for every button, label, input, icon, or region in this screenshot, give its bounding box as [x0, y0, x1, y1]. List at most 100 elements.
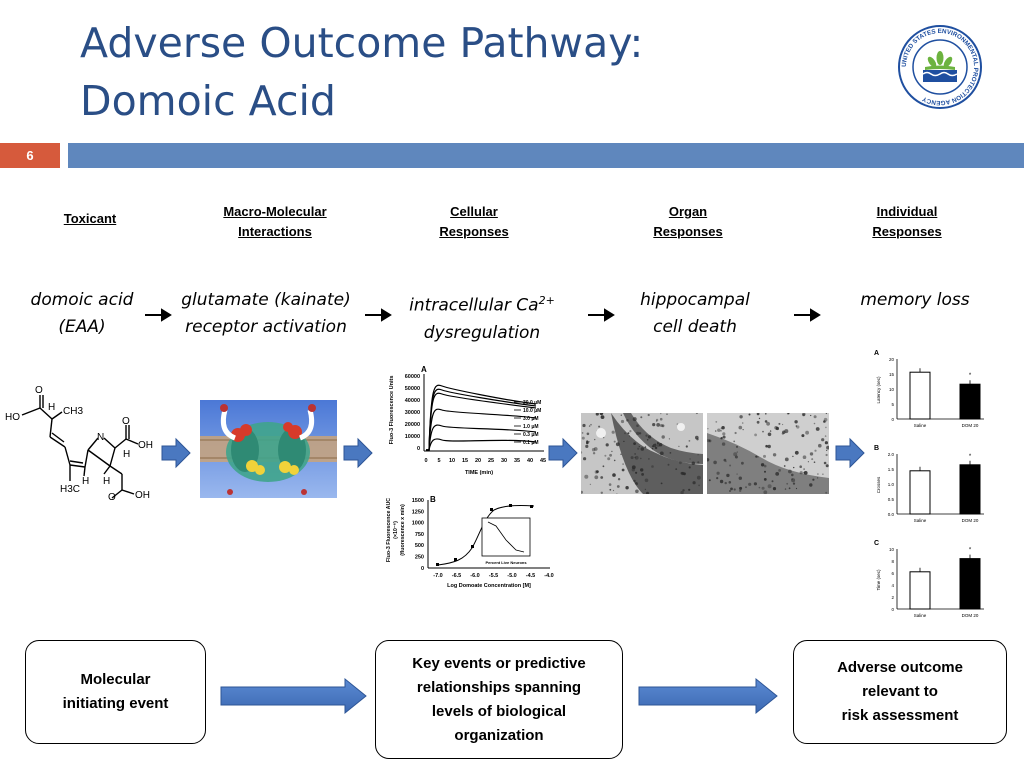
title-line-1: Adverse Outcome Pathway:	[80, 19, 644, 67]
graph-b-ylabel-2: (×10⁻⁶)	[393, 521, 399, 539]
arrow-head-1	[161, 308, 172, 322]
arrow-head-4	[810, 308, 821, 322]
atom-h3: H	[103, 476, 110, 487]
behavior-ytick: 8	[891, 559, 894, 564]
behavior-ytick: 0	[891, 607, 894, 612]
stage-toxicant: domoic acid(EAA)	[30, 290, 134, 337]
graph-a-ytick: 10000	[405, 434, 420, 440]
graph-a-legend-entry: 3.0 μM	[523, 416, 539, 422]
behavior-bar-label: DOM 20	[962, 423, 979, 428]
graph-b-xtick: -4.0	[544, 573, 553, 579]
graph-b-xlabel: Log Domoate Concentration [M]	[447, 583, 531, 589]
behavior-ytick: 0.0	[888, 512, 895, 517]
behavior-ytick: 2.0	[888, 452, 895, 457]
heading-toxicant: Toxicant	[63, 211, 117, 226]
graph-b-xtick: -6.0	[470, 573, 479, 579]
behavior-ytick: 15	[889, 372, 895, 377]
behavior-ytick: 10	[889, 387, 895, 392]
atom-ch3: CH3	[63, 406, 83, 417]
block-arrow-2	[343, 437, 373, 469]
image-row-arrows	[161, 437, 865, 469]
stage-memory-loss: memory loss	[860, 290, 970, 310]
header-bar	[68, 143, 1024, 168]
arrow-head-2	[381, 308, 392, 322]
graph-a-legend-entry: 30.0 μM	[523, 400, 541, 406]
atom-h4: H	[123, 449, 130, 460]
behavior-significance: *	[969, 373, 972, 379]
block-arrow-3	[548, 437, 578, 469]
bottom-arrow-1	[220, 677, 367, 715]
graph-b-ytick: 1250	[412, 509, 424, 515]
graph-a-xtick: 45	[540, 458, 546, 464]
behavior-significance: *	[969, 548, 972, 554]
title-line-2: Domoic Acid	[80, 77, 336, 125]
graph-a-xtick: 35	[514, 458, 520, 464]
graph-a-ytick: 40000	[405, 398, 420, 404]
atom-o1: O	[35, 385, 43, 396]
atom-o2: O	[122, 416, 130, 427]
graph-a-xtick: 15	[462, 458, 468, 464]
graph-b-ytick: 250	[415, 555, 424, 561]
graph-b-xtick: -6.5	[452, 573, 461, 579]
graph-a-ytick: 30000	[405, 410, 420, 416]
graph-a-xtick: 40	[527, 458, 533, 464]
graph-dose-response: B Fluo-3 Fluorescence AUC (×10⁻⁶) (fluor…	[386, 495, 554, 589]
graph-a-series	[426, 392, 537, 451]
behavior-ytick: 6	[891, 571, 894, 576]
graph-a-legend-entry: 0.1 μM	[523, 440, 539, 446]
slide-title: Adverse Outcome Pathway: Domoic Acid	[80, 14, 643, 130]
graph-fluorescence-time: A Fluo-3 Fluorescence Units 600005000040…	[389, 365, 546, 476]
graph-b-ytick: 0	[421, 566, 424, 572]
stage-calcium-dysregulation: intracellular Ca2+ dysregulation	[409, 294, 555, 343]
behavior-ylabel: Crosses	[876, 476, 881, 493]
atom-h1: H	[48, 402, 55, 413]
graph-a-series	[426, 408, 537, 451]
graph-b-ytick: 1000	[412, 521, 424, 527]
atom-h2: H	[82, 476, 89, 487]
behavior-ytick: 20	[889, 357, 895, 362]
behavior-bar-label: DOM 20	[962, 613, 979, 618]
panel-label-b: B	[430, 495, 436, 504]
graph-a-ytick: 50000	[405, 386, 420, 392]
bottom-arrow-2	[638, 677, 778, 715]
graph-a-legend-entry: 1.0 μM	[523, 424, 539, 430]
stage-receptor-activation: glutamate (kainate)receptor activation	[181, 290, 351, 337]
hippocampus-micrograph-right	[707, 413, 829, 494]
graph-a-series	[426, 438, 537, 451]
graph-b-ylabel-1: Fluo-3 Fluorescence AUC	[386, 498, 392, 562]
graph-a-xlabel: TIME (min)	[465, 470, 493, 476]
atom-o3: O	[108, 492, 116, 500]
behavior-significance: *	[969, 454, 972, 460]
graph-b-xtick: -5.0	[507, 573, 516, 579]
behavior-ytick: 0	[891, 417, 894, 422]
atom-h3c: H3C	[60, 484, 80, 495]
graph-b-ylabel-3: (fluorescence x min)	[400, 504, 406, 556]
graph-a-legend-entry: 10.0 μM	[523, 408, 541, 414]
panel-label-a: A	[421, 365, 427, 374]
graph-a-ytick: 20000	[405, 422, 420, 428]
epa-logo: UNITED STATES ENVIRONMENTAL PROTECTION A…	[898, 25, 982, 109]
graph-b-xtick: -7.0	[433, 573, 442, 579]
graph-b-ytick: 500	[415, 543, 424, 549]
behavior-bar-label: Saline	[914, 518, 927, 523]
behavior-ytick: 1.5	[888, 467, 895, 472]
behavior-bar-label: Saline	[914, 423, 927, 428]
behavior-bar	[959, 383, 981, 420]
behavior-bar	[909, 470, 931, 515]
graph-a-xtick: 0	[424, 458, 427, 464]
atom-n: N	[97, 432, 104, 443]
graph-a-xtick: 30	[501, 458, 507, 464]
receptor-illustration	[200, 400, 337, 498]
behavior-bar	[909, 571, 931, 610]
graph-b-xtick: -4.5	[526, 573, 535, 579]
